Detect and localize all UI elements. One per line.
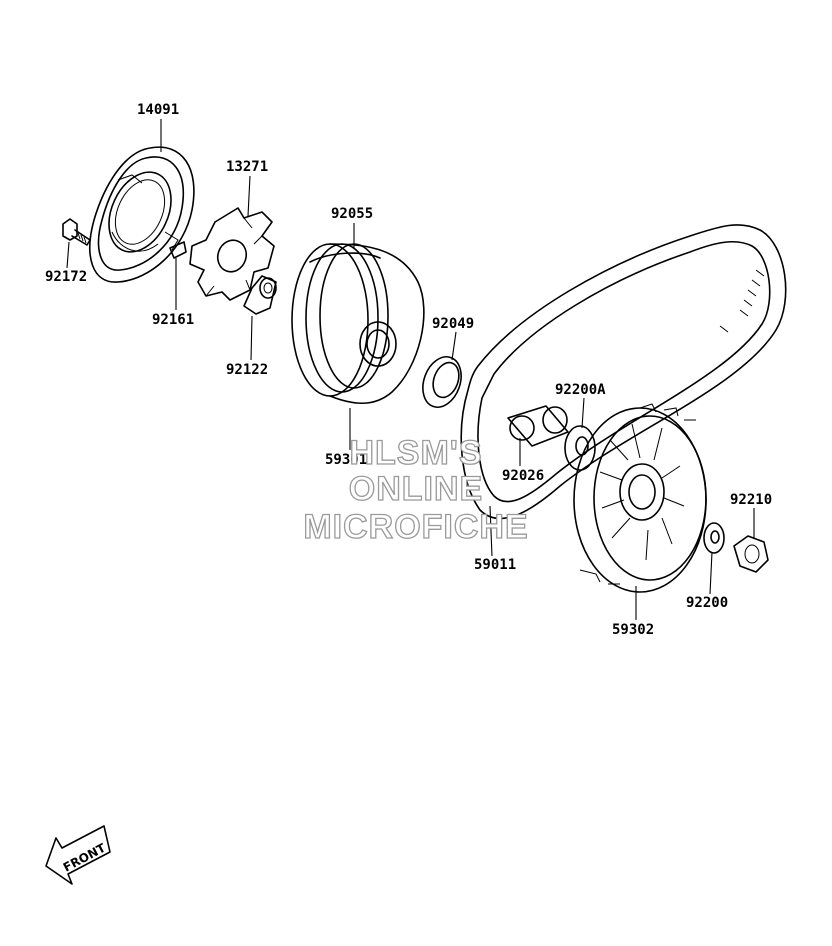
part-number-92161: 92161 xyxy=(152,312,194,328)
watermark-line-2: ONLINE xyxy=(349,470,483,508)
seal-92049 xyxy=(422,356,462,408)
cover-plate-14091 xyxy=(89,146,195,283)
part-number-92172: 92172 xyxy=(45,269,87,285)
pin-92161 xyxy=(169,241,187,259)
part-number-92200: 92200 xyxy=(686,595,728,611)
watermark: HLSM'S ONLINE MICROFICHE xyxy=(303,433,529,546)
watermark-line-1: HLSM'S xyxy=(349,434,482,472)
part-number-92210: 92210 xyxy=(730,492,772,508)
nut-92210 xyxy=(733,535,769,573)
part-number-92049: 92049 xyxy=(432,316,474,332)
ramp-plate-13271 xyxy=(189,207,275,301)
part-number-13271: 13271 xyxy=(226,159,268,175)
part-number-59301: 59301 xyxy=(325,452,367,468)
part-number-92055: 92055 xyxy=(331,206,373,222)
drive-belt-59011 xyxy=(460,224,787,520)
part-number-59302: 59302 xyxy=(612,622,654,638)
roller-92122 xyxy=(243,275,277,315)
leader-lines xyxy=(66,119,755,620)
part-number-59011: 59011 xyxy=(474,557,516,573)
front-arrow: FRONT xyxy=(45,825,111,885)
part-number-92122: 92122 xyxy=(226,362,268,378)
spacer-92026 xyxy=(507,405,569,447)
watermark-line-3: MICROFICHE xyxy=(303,508,528,546)
pulley-59301 xyxy=(291,243,425,405)
bolt-92172 xyxy=(62,218,91,246)
part-number-92026: 92026 xyxy=(502,468,544,484)
part-number-92200A: 92200A xyxy=(555,382,606,398)
part-number-14091: 14091 xyxy=(137,102,179,118)
fan-pulley-59302 xyxy=(573,403,707,593)
washer-92200 xyxy=(703,522,725,554)
